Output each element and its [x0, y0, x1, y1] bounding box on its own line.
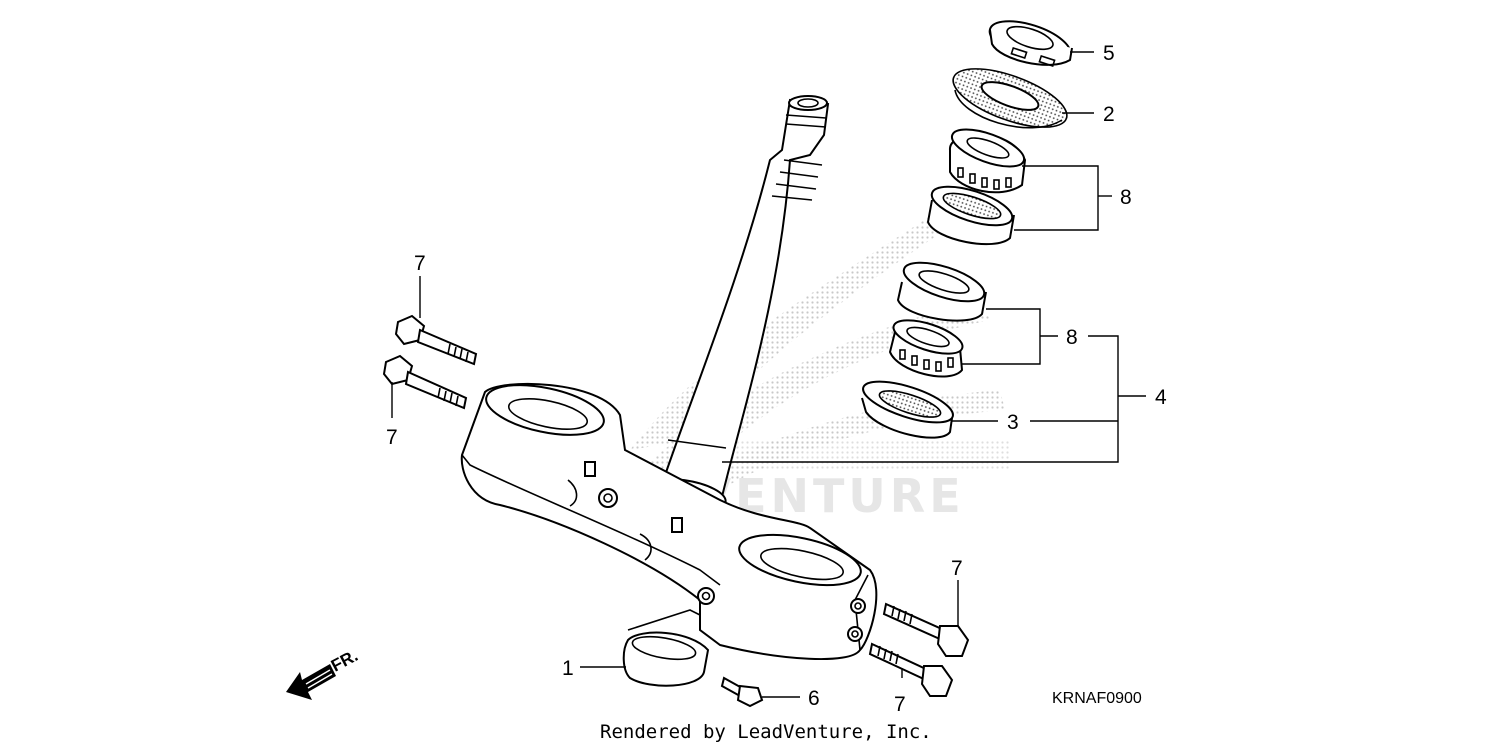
callout-8-lower: 8: [1066, 326, 1078, 349]
lower-bearing-part: [888, 319, 964, 378]
callout-6: 6: [808, 687, 820, 710]
callout-7-lower-b: 7: [894, 693, 906, 716]
upper-race-part: [926, 185, 1015, 246]
upper-bearing-part: [948, 128, 1027, 194]
front-direction-arrow-icon: [286, 664, 336, 700]
lower-race-part: [896, 261, 987, 322]
callout-5: 5: [1103, 42, 1115, 65]
holder-clamp-part: [622, 609, 710, 687]
bolt-lower-b-part: [868, 642, 954, 697]
bolt-lower-a-part: [882, 602, 970, 657]
callout-3: 3: [1007, 411, 1019, 434]
leader-lines: [391, 51, 1146, 698]
diagram-code: KRNAF0900: [1052, 690, 1142, 707]
fork-clamp-part: [460, 382, 878, 661]
callout-2: 2: [1103, 103, 1115, 126]
callout-7-upper-a: 7: [414, 252, 426, 275]
bolt-upper-a-part: [394, 314, 478, 366]
bolt-upper-b-part: [382, 354, 468, 410]
holder-bolt-part: [720, 676, 764, 708]
render-credit: Rendered by LeadVenture, Inc.: [600, 721, 932, 743]
callout-7-lower-a: 7: [951, 557, 963, 580]
dust-seal-part: [952, 68, 1068, 129]
callout-7-upper-b: 7: [386, 426, 398, 449]
callout-1: 1: [562, 657, 574, 680]
lock-nut-part: [988, 20, 1073, 68]
callout-8-upper: 8: [1120, 186, 1132, 209]
callout-4: 4: [1155, 386, 1167, 409]
lower-dust-seal-part: [861, 380, 954, 439]
